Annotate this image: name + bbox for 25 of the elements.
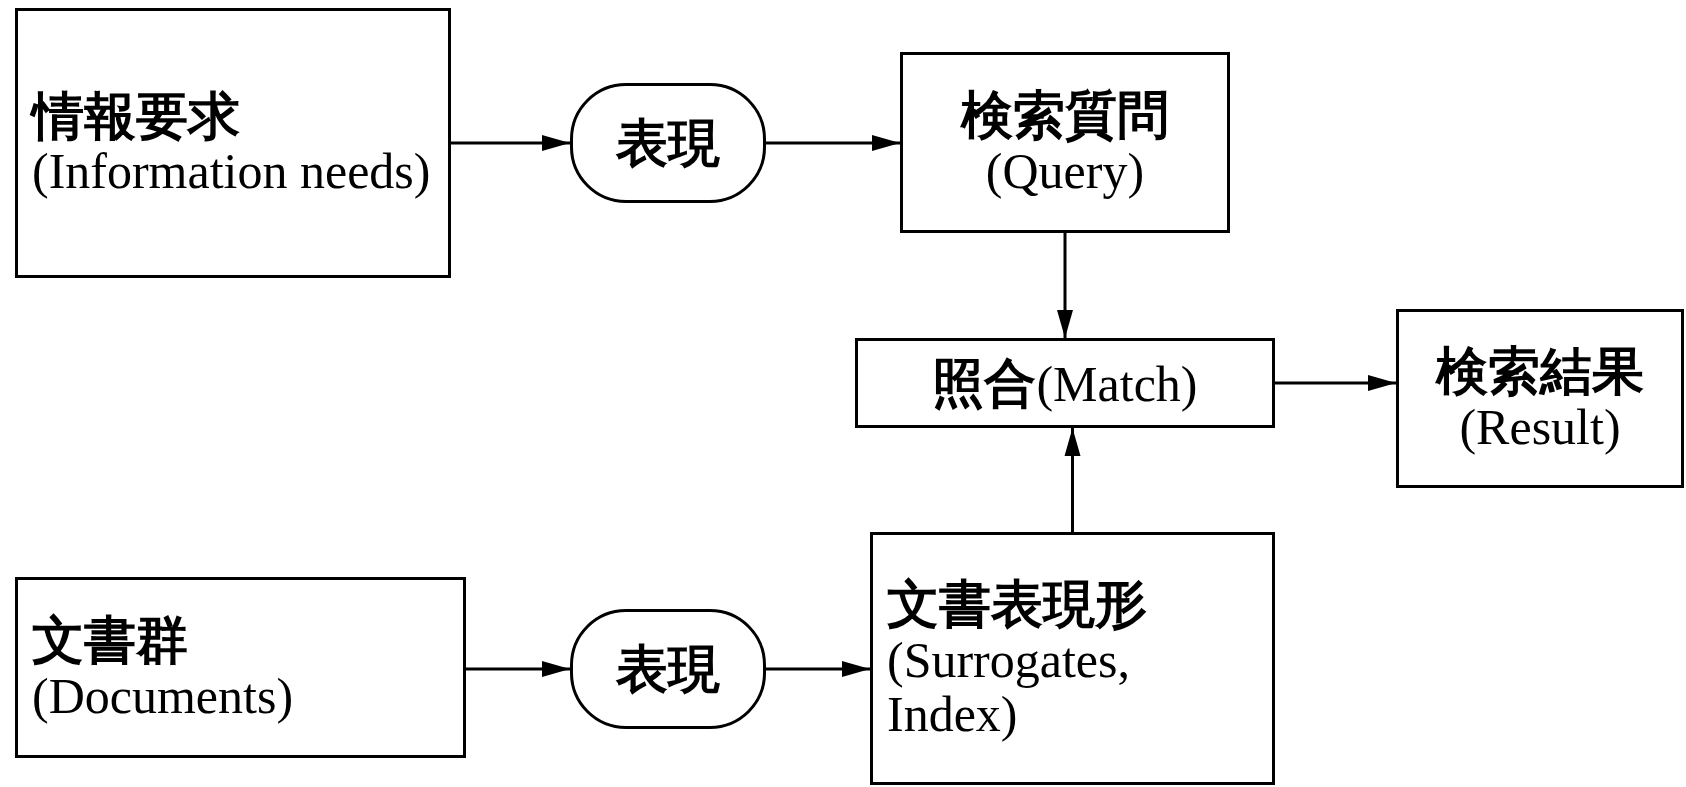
node-title: 文書表現形 <box>887 576 1147 633</box>
process-box <box>855 338 1275 428</box>
arrow <box>1275 375 1396 391</box>
arrow <box>1064 428 1081 532</box>
node-subtitle: (Information needs) <box>32 144 431 199</box>
node-title: 検索質問 <box>961 87 1169 144</box>
node-subtitle: (Query) <box>985 143 1145 198</box>
node-label: 表現 <box>616 640 720 698</box>
node-title: 検索結果 <box>1436 343 1644 400</box>
node-label: 照合(Match) <box>932 354 1198 412</box>
process-box <box>1396 309 1684 488</box>
process-box <box>15 8 451 278</box>
arrow <box>766 135 900 151</box>
arrow <box>766 661 870 677</box>
arrow <box>451 135 570 151</box>
node-subtitle: (Result) <box>1459 399 1621 454</box>
node-label: 表現 <box>616 114 720 172</box>
node-title: 文書群 <box>32 612 188 669</box>
node-subtitle: (Surrogates, Index) <box>887 632 1131 741</box>
process-box <box>870 532 1275 785</box>
process-box <box>15 577 466 758</box>
arrow <box>1057 233 1073 338</box>
arrow <box>466 661 570 677</box>
process-box <box>900 52 1230 233</box>
node-subtitle: (Documents) <box>32 668 294 723</box>
